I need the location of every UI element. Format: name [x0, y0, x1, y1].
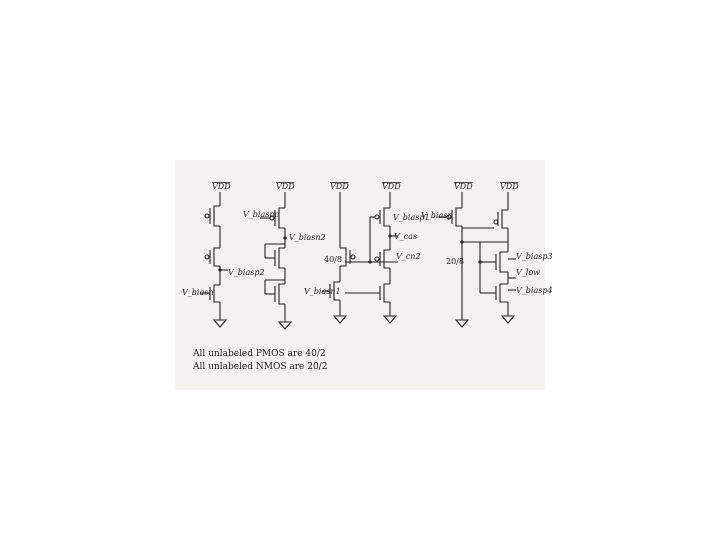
vdd-label-6: VDD — [500, 182, 519, 191]
vdd-label-2: VDD — [276, 182, 295, 191]
vbiasp1-label: V_biasp1 — [393, 213, 430, 222]
note-pmos-size: All unlabeled PMOS are 40/2 — [193, 349, 326, 359]
column-2-stack — [260, 192, 293, 330]
note-nmos-size: All unlabeled NMOS are 20/2 — [193, 362, 328, 372]
vbiasn-label: V_biasn — [182, 288, 213, 297]
vbiasp4-label: V_biasp4 — [516, 286, 553, 295]
vlow-label: V_low — [516, 268, 540, 277]
vbiasn2-label: V_biasn2 — [289, 233, 326, 242]
vbiaspc-label: V_biaspc — [243, 210, 279, 219]
vdd-label-5: VDD — [454, 182, 473, 191]
column-1-stack — [200, 192, 228, 328]
vdd-label-3: VDD — [330, 182, 349, 191]
column-5-6-network — [438, 192, 516, 328]
vbiasp2-label: V_biasp2 — [228, 268, 265, 277]
vcas-label: V_cas — [394, 232, 417, 241]
vbiasp3-label: V_biasp3 — [516, 252, 553, 261]
vbiasn1-label: V_biasn1 — [304, 287, 341, 296]
size-40-8-label: 40/8 — [324, 255, 342, 264]
vcn2-label: V_cn2 — [396, 252, 421, 261]
vdd-label-4: VDD — [382, 182, 401, 191]
vdd-label-1: VDD — [212, 182, 231, 191]
scanned-page — [175, 160, 545, 390]
column-3-4-network — [322, 192, 398, 324]
size-20-8-label: 20/8 — [446, 257, 464, 266]
vbiasp-label: V_biasp — [421, 211, 452, 220]
